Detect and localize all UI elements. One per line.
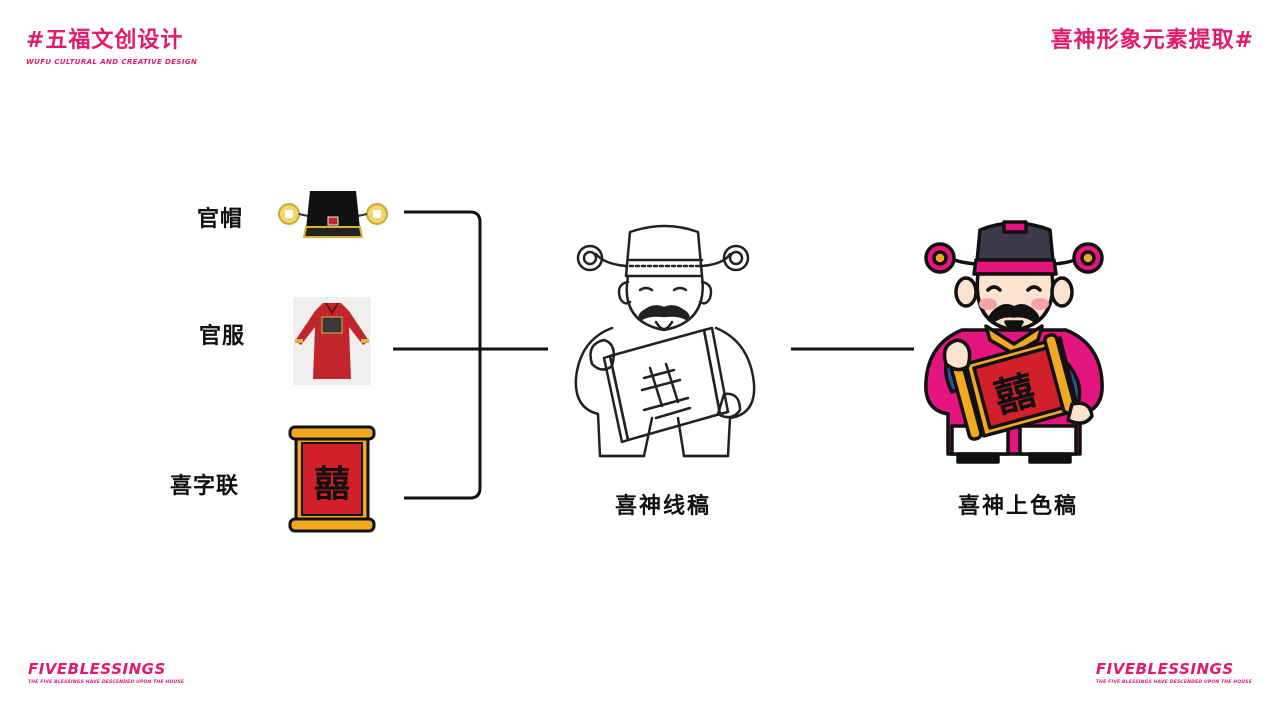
element-label-scroll: 喜字联 (170, 474, 240, 499)
element-label-robe: 官服 (199, 324, 246, 349)
brand-title: #五福文创设计 (26, 28, 184, 53)
colored-figure-icon: 囍 (922, 214, 1106, 470)
xi-scroll-icon: 囍 (286, 424, 378, 538)
official-robe-icon (293, 297, 371, 389)
footer-left-title: FIVEBLESSINGS (28, 660, 166, 678)
footer-right: FIVEBLESSINGS THE FIVE BLESSINGS HAVE DE… (1096, 660, 1252, 685)
brand-block: #五福文创设计 WUFU CULTURAL AND CREATIVE DESIG… (26, 28, 197, 66)
footer-right-title: FIVEBLESSINGS (1095, 660, 1234, 678)
pencil-sketch-figure-icon (570, 218, 760, 470)
footer-right-subtitle: THE FIVE BLESSINGS HAVE DESCENDED UPON T… (1095, 680, 1252, 685)
colored-caption: 喜神上色稿 (957, 494, 1078, 519)
scroll-character: 囍 (313, 463, 350, 505)
section-title: 喜神形象元素提取# (1050, 28, 1254, 53)
brand-subtitle: WUFU CULTURAL AND CREATIVE DESIGN (26, 58, 198, 66)
footer-left: FIVEBLESSINGS THE FIVE BLESSINGS HAVE DE… (28, 660, 184, 685)
footer-left-subtitle: THE FIVE BLESSINGS HAVE DESCENDED UPON T… (28, 680, 185, 685)
sketch-caption: 喜神线稿 (614, 494, 711, 519)
bracket-line (404, 210, 482, 500)
official-hat-icon (274, 183, 392, 249)
element-label-hat: 官帽 (197, 207, 244, 232)
